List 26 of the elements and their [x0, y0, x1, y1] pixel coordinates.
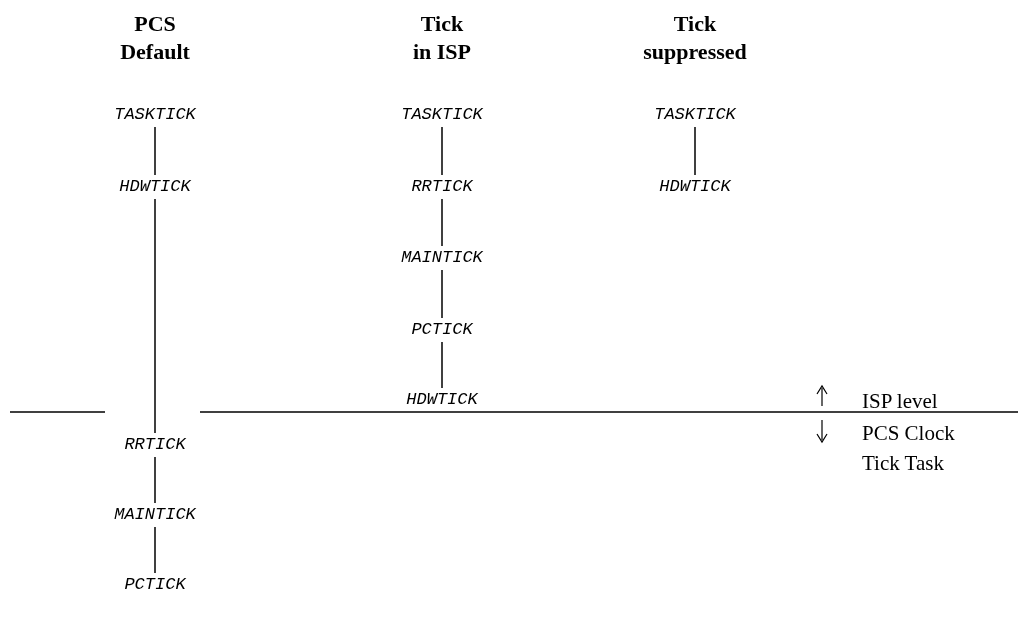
tick-label: HDWTICK — [659, 177, 731, 197]
connector-line — [441, 269, 443, 319]
tick-label: RRTICK — [411, 177, 473, 197]
tick-label: MAINTICK — [401, 248, 483, 268]
tick-label: HDWTICK — [406, 390, 478, 410]
tick-label: RRTICK — [124, 435, 186, 455]
tick-label: TASKTICK — [654, 105, 736, 125]
connector-line — [154, 456, 156, 504]
tick-label: PCTICK — [411, 320, 473, 340]
tick-label: HDWTICK — [119, 177, 191, 197]
level-label: PCS Clock Tick Task — [862, 420, 956, 477]
column-heading: Tick suppressed — [642, 10, 748, 66]
tick-label: MAINTICK — [114, 505, 196, 525]
connector-line — [154, 526, 156, 574]
tick-label: TASKTICK — [401, 105, 483, 125]
tick-label: PCTICK — [124, 575, 186, 595]
connector-line — [694, 126, 696, 176]
connector-line — [154, 126, 156, 176]
column-heading: PCS Default — [119, 10, 191, 66]
tick-label: TASKTICK — [114, 105, 196, 125]
connector-line — [441, 126, 443, 176]
connector-line — [154, 198, 156, 434]
connector-line — [441, 341, 443, 389]
connector-line — [441, 198, 443, 247]
column-heading: Tick in ISP — [411, 10, 473, 66]
level-label: ISP level — [862, 388, 939, 415]
